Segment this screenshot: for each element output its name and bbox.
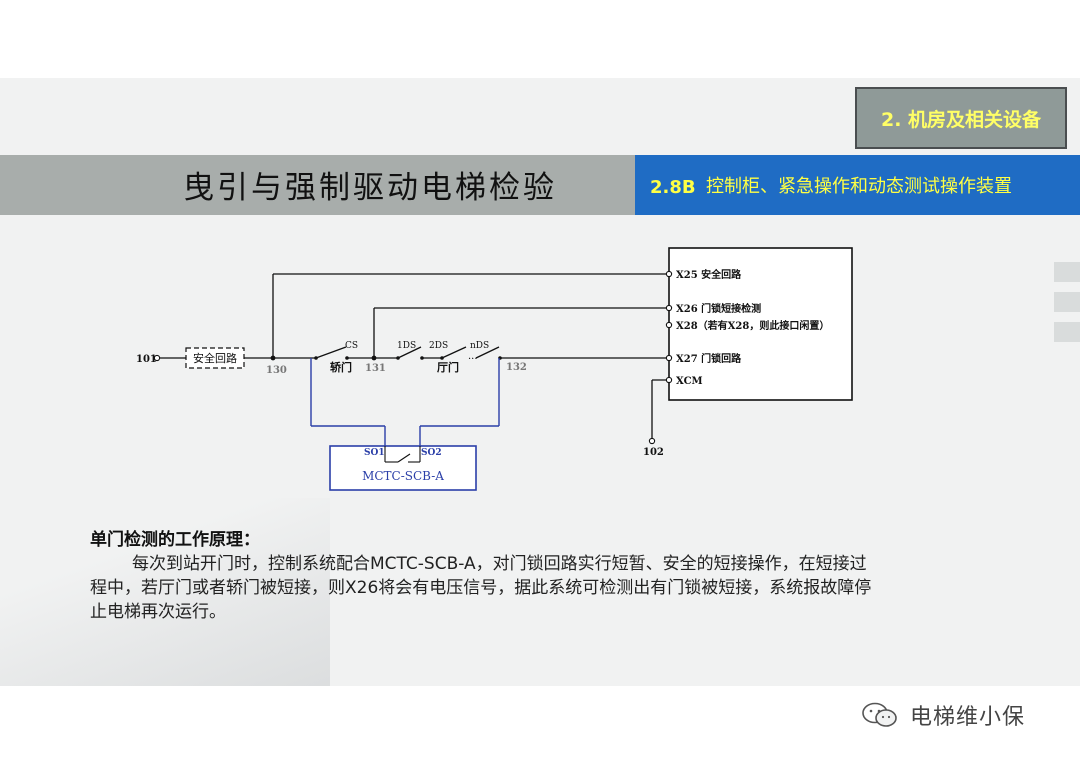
terminal-x25-label: X25 安全回路 [676, 268, 742, 281]
hall-door-label: 厅门 [437, 360, 459, 374]
wechat-icon [862, 702, 897, 727]
node-132-label: 132 [506, 362, 527, 373]
watermark-text: 电梯维小保 [910, 705, 1026, 730]
principle-title: 单门检测的工作原理： [90, 530, 260, 550]
node-131-label: 131 [365, 363, 386, 374]
page-title: 曳引与强制驱动电梯检验 [183, 170, 557, 206]
car-door-label: 轿门 [330, 360, 352, 374]
subsection-number: 2.8B [650, 177, 696, 198]
black-wiring [159, 273, 669, 440]
side-tab-3[interactable] [1054, 322, 1080, 342]
principle-body: 每次到站开门时，控制系统配合MCTC-SCB-A，对门锁回路实行短暂、安全的短接… [90, 554, 872, 622]
switch-nds-label: nDS [470, 341, 489, 351]
watermark: 电梯维小保 [860, 700, 1025, 730]
node-130-label: 130 [266, 365, 287, 376]
safety-circuit-box [185, 347, 245, 369]
junction-dots [270, 355, 502, 361]
switch-gap-dots: ··· [468, 354, 478, 365]
open-terminals [153, 270, 673, 445]
module-name-label: MCTC-SCB-A [362, 469, 444, 483]
safety-circuit-label: 安全回路 [193, 351, 237, 365]
module-wiring [310, 358, 500, 446]
terminal-x27-label: X27 门锁回路 [676, 352, 742, 365]
node-102-label: 102 [643, 447, 664, 458]
terminal-x26-label: X26 门锁短接检测 [676, 302, 761, 315]
side-tab-1[interactable] [1054, 262, 1080, 282]
section-label: 2. 机房及相关设备 [880, 108, 1042, 131]
module-box [329, 445, 477, 491]
subsection-band [635, 155, 1080, 215]
switch-cs-label: CS [345, 341, 358, 351]
controller-box [668, 247, 853, 401]
module-so2-label: SO2 [421, 448, 442, 458]
switch-2ds-label: 2DS [429, 341, 448, 351]
subsection-title: 控制柜、紧急操作和动态测试操作装置 [706, 176, 1012, 197]
terminal-x28-label: X28（若有X28，则此接口闲置） [676, 319, 829, 332]
module-so1-label: SO1 [364, 448, 385, 458]
title-band [0, 155, 635, 215]
terminal-xcm-label: XCM [676, 376, 703, 387]
module-relay-contact [384, 446, 421, 463]
switch-1ds-label: 1DS [397, 341, 416, 351]
slide-shade [0, 498, 330, 686]
side-tab-2[interactable] [1054, 292, 1080, 312]
node-101-label: 101 [136, 354, 157, 365]
section-label-box: 2. 机房及相关设备 [855, 87, 1067, 149]
